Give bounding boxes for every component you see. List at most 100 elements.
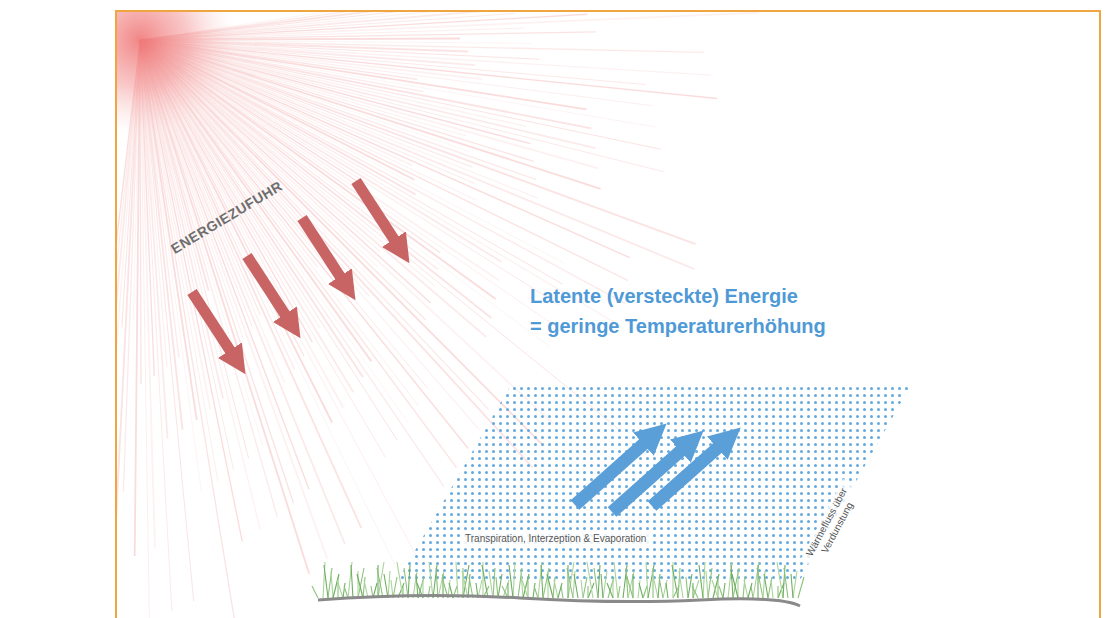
grass-blade <box>594 568 598 598</box>
grass-blade <box>646 562 648 598</box>
grass-blade <box>601 574 603 598</box>
grass-blade <box>377 568 383 598</box>
grass-blade <box>429 562 433 598</box>
grass-blade <box>324 565 328 598</box>
grass-blade <box>581 580 583 598</box>
grass-blade <box>692 583 693 598</box>
grass-blade <box>503 580 509 598</box>
process-label: Transpiration, Interzeption & Evaporatio… <box>462 533 649 545</box>
grass-blade <box>628 571 634 598</box>
sun <box>116 11 235 135</box>
grass-blade <box>561 586 563 598</box>
grass-blade <box>522 580 528 598</box>
grass-blade <box>583 577 587 598</box>
grass-blade <box>692 586 698 598</box>
grass-blade <box>608 577 614 598</box>
grass-blade <box>351 565 353 598</box>
grass-blade <box>513 562 515 598</box>
grass-blade <box>623 565 627 598</box>
grass-blade <box>708 568 712 598</box>
grass-blade <box>408 565 410 598</box>
grass-blade <box>699 565 703 598</box>
grass-blade <box>344 586 348 598</box>
grass-blade <box>388 571 390 598</box>
grass-blade <box>493 568 495 598</box>
grass-blade <box>462 571 468 598</box>
grass-blade <box>523 574 529 598</box>
grass-blade <box>688 574 692 598</box>
grass-blade <box>737 571 738 598</box>
grass-blade <box>568 562 574 598</box>
grass-blade <box>784 568 788 598</box>
frame <box>116 11 1100 618</box>
grass-blade <box>764 574 768 598</box>
grass-blade <box>731 565 733 598</box>
grass-blade <box>703 562 705 598</box>
evaporation-layer <box>398 383 912 580</box>
grass-blade <box>728 562 732 598</box>
grass-blade <box>482 565 488 598</box>
grass-blade <box>533 583 535 598</box>
grass-blade <box>648 565 654 598</box>
grass-blade <box>614 562 618 598</box>
grass-blade <box>333 574 339 598</box>
grass-blade <box>397 562 403 598</box>
grass-blade <box>751 586 753 598</box>
grass-blade <box>753 562 759 598</box>
grass-blade <box>777 562 783 598</box>
grass-blade <box>638 580 640 598</box>
grass-blade <box>732 574 738 598</box>
grass-blade <box>663 580 667 598</box>
grass-blade <box>567 568 573 598</box>
grass-blade <box>384 574 388 598</box>
grass-blade <box>659 577 663 598</box>
grass-blade <box>456 562 458 598</box>
grass-blade <box>348 562 352 598</box>
grass-blade <box>507 583 508 598</box>
grass-blade <box>538 562 542 598</box>
grass-blade <box>627 577 633 598</box>
grass-blade <box>652 571 658 598</box>
grass-blade <box>607 583 613 598</box>
grass-blade <box>509 565 513 598</box>
heading-line: Latente (versteckte) Energie <box>530 285 798 308</box>
ground-line <box>318 595 800 606</box>
grass-blade <box>666 583 668 598</box>
grass-blade <box>378 562 384 598</box>
grass-blade <box>719 586 723 598</box>
grass-blade <box>693 580 699 598</box>
grass-blade <box>358 568 364 598</box>
grass-blade <box>574 574 578 598</box>
grass-blade <box>643 586 647 598</box>
grass-blade <box>587 586 588 598</box>
grass-blade <box>791 574 793 598</box>
grass-blade <box>543 568 549 598</box>
grass-blade <box>496 577 498 598</box>
grass-blade <box>712 580 718 598</box>
grass-blade <box>679 571 683 598</box>
heading-line: = geringe Temperaturerhöhung <box>530 315 826 338</box>
grass-blade <box>733 568 739 598</box>
grass-blade <box>757 568 763 598</box>
grass-blade <box>777 586 778 598</box>
grass-blade <box>498 574 502 598</box>
grass-blade <box>433 565 437 598</box>
grass-blade <box>717 577 718 598</box>
grass-blade <box>793 571 797 598</box>
grass-blade <box>518 568 522 598</box>
grass-blade <box>558 583 562 598</box>
grass-blade <box>798 577 804 598</box>
grass-blade <box>489 571 493 598</box>
grass-blade <box>534 586 538 598</box>
grass-blade <box>744 580 748 598</box>
grass-blade <box>598 565 600 598</box>
grass-blade <box>686 577 688 598</box>
grass-blade <box>413 571 417 598</box>
grass-blade <box>364 580 368 598</box>
grass-blade <box>626 568 628 598</box>
energy-arrows <box>192 181 397 355</box>
grass-blade <box>723 583 725 598</box>
grass-blade <box>768 577 772 598</box>
grass-blade <box>632 574 633 598</box>
grass-blade <box>603 571 607 598</box>
